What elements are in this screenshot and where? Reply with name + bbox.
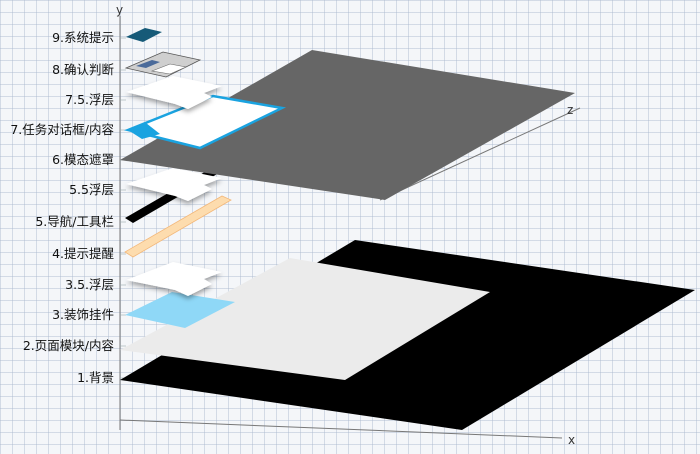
layer-2-page-module-plane — [120, 258, 490, 380]
label-layer-1: 1.背景 — [77, 370, 114, 385]
label-layer-8: 8.确认判断 — [52, 62, 114, 77]
label-layer-7-5: 7.5.浮层 — [65, 92, 114, 107]
label-layer-3-5: 3.5.浮层 — [65, 277, 114, 292]
label-layer-7: 7.任务对话框/内容 — [10, 122, 114, 137]
layer-5-5-floating-plane — [126, 168, 222, 201]
axes: y x z — [116, 3, 581, 447]
layer-7-5-floating-plane — [126, 76, 222, 109]
layer-7-dialog-accent — [128, 123, 160, 139]
layer-9-system-hint-plane — [126, 28, 162, 42]
layer-labels: 9.系统提示 8.确认判断 7.5.浮层 7.任务对话框/内容 6.模态遮罩 5… — [10, 30, 114, 385]
z-axis — [379, 107, 581, 201]
label-layer-6: 6.模态遮罩 — [52, 152, 114, 167]
x-axis-label: x — [568, 433, 575, 447]
label-layer-4: 4.提示提醒 — [52, 246, 114, 261]
y-axis-label: y — [116, 3, 123, 17]
label-layer-3: 3.装饰挂件 — [52, 307, 114, 322]
layer-8-confirm-plane — [124, 51, 202, 78]
label-layer-5: 5.导航/工具栏 — [35, 214, 114, 229]
z-axis-label: z — [567, 103, 573, 117]
layer-6-modal-mask-plane — [120, 50, 575, 200]
label-layer-5-5: 5.5浮层 — [69, 182, 114, 197]
label-layer-9: 9.系统提示 — [52, 30, 114, 45]
layer-3-decor-widget-plane — [125, 292, 235, 328]
layer-3-5-floating-plane — [126, 262, 222, 296]
layer-4-hint-bar-plane — [124, 195, 232, 258]
x-axis — [119, 419, 563, 439]
label-guides — [120, 37, 126, 379]
label-layer-2: 2.页面模块/内容 — [23, 338, 114, 353]
